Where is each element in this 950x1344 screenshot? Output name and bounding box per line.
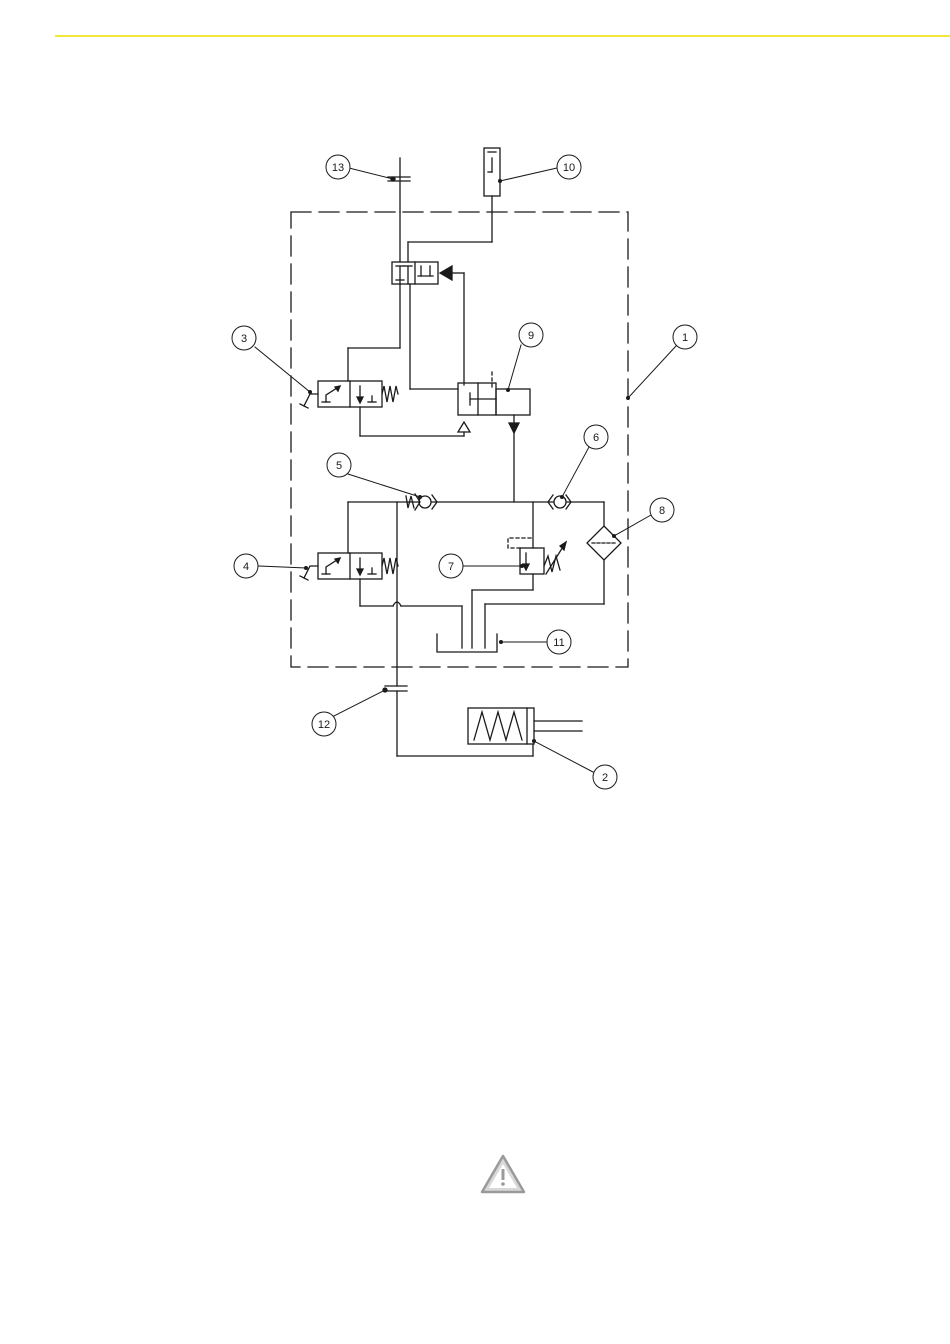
unit-boundary [291, 212, 628, 667]
top-directional-valve [392, 262, 464, 385]
callout-4-label: 4 [243, 561, 249, 573]
callout-12-label: 12 [318, 719, 330, 731]
manual-valve-4 [300, 553, 398, 580]
callout-7-label: 7 [448, 561, 454, 573]
callout-3: 3 [232, 326, 256, 350]
warning-triangle-icon [480, 1154, 526, 1194]
callout-12: 12 [312, 712, 336, 736]
hydraulic-schematic: 13 10 1 3 9 5 6 8 4 7 11 12 2 [0, 0, 950, 820]
relief-valve-7 [472, 502, 566, 648]
gauge-10 [408, 148, 500, 262]
coupling-12 [383, 686, 407, 692]
callouts: 13 10 1 3 9 5 6 8 4 7 11 12 2 [232, 155, 697, 789]
leader-lines [255, 168, 676, 772]
coupling-13 [388, 158, 410, 212]
callout-11: 11 [547, 630, 571, 654]
callout-6-label: 6 [593, 432, 599, 444]
callout-8-label: 8 [659, 505, 665, 517]
callout-2-label: 2 [602, 772, 608, 784]
callout-4: 4 [234, 554, 258, 578]
callout-11-label: 11 [553, 637, 564, 649]
cylinder-2 [468, 708, 582, 744]
callout-5: 5 [327, 453, 351, 477]
callout-1: 1 [673, 325, 697, 349]
callout-8: 8 [650, 498, 674, 522]
actuator-9 [458, 372, 530, 415]
callout-13: 13 [326, 155, 350, 179]
callout-9: 9 [519, 323, 543, 347]
callout-13-label: 13 [332, 162, 344, 174]
callout-6: 6 [584, 425, 608, 449]
manual-valve-3 [300, 381, 398, 408]
callout-9-label: 9 [528, 330, 534, 342]
callout-2: 2 [593, 765, 617, 789]
callout-3-label: 3 [241, 333, 247, 345]
callout-10: 10 [557, 155, 581, 179]
filter-8 [485, 502, 621, 648]
callout-10-label: 10 [563, 162, 575, 174]
callout-5-label: 5 [336, 460, 342, 472]
tank-11 [437, 634, 497, 652]
callout-1-label: 1 [682, 332, 688, 344]
callout-7: 7 [439, 554, 463, 578]
